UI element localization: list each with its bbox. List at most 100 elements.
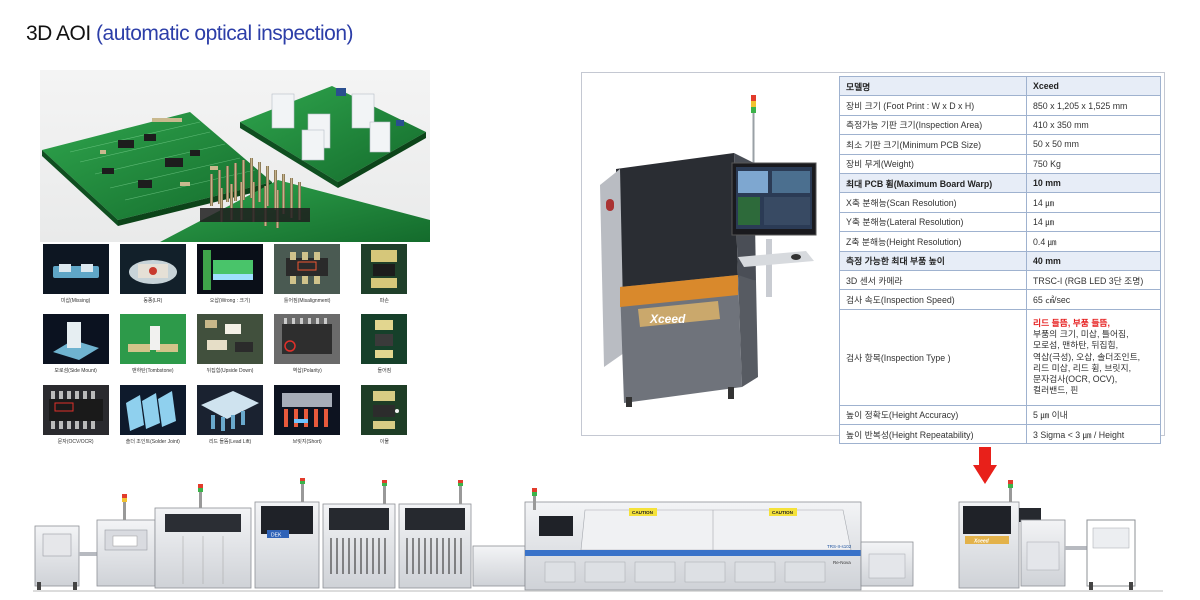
spec-value: 14 ㎛	[1026, 192, 1161, 213]
defect-caption: 리드 들뜸(Lead Lift)	[208, 438, 252, 445]
spec-key: Z축 분해능(Height Resolution)	[839, 231, 1027, 252]
spec-value: 0.4 ㎛	[1026, 231, 1161, 252]
defect-caption: 문자(OCV/OCR)	[57, 438, 94, 445]
spec-value: 750 Kg	[1026, 153, 1161, 174]
defect-caption: 뒤집힘(Upside Down)	[206, 368, 254, 375]
spec-row-max-component-height: 측정 가능한 최대 부품 높이 40 mm	[839, 250, 1161, 271]
defect-image	[274, 314, 341, 365]
down-arrow-icon	[973, 447, 997, 484]
machine-brand-label: Xceed	[649, 312, 686, 326]
defect-caption: 오삽(Wrong : 크기)	[209, 298, 251, 304]
defect-image	[274, 384, 341, 435]
defect-caption: 동종(LR)	[143, 298, 163, 304]
defect-misalignment: 틀어짐(Misalignment)	[272, 244, 343, 311]
spec-value: 410 x 350 mm	[1026, 114, 1161, 136]
page-title: 3D AOI (automatic optical inspection)	[26, 22, 354, 46]
spec-row-height-accuracy: 높이 정확도(Height Accuracy) 5 ㎛ 이내	[839, 404, 1161, 426]
reflow-brand-label: Re-Nova	[833, 560, 851, 565]
defect-image	[196, 244, 263, 294]
defect-caption: 맨하탄(Tombstone)	[131, 368, 174, 375]
spec-key: Y축 분해능(Lateral Resolution)	[839, 211, 1027, 233]
spec-row-scan-resolution: X축 분해능(Scan Resolution) 14 ㎛	[839, 192, 1161, 213]
defect-ocv-ocr: 문자(OCV/OCR)	[40, 384, 111, 452]
spec-value: 65 ㎠/sec	[1026, 289, 1161, 310]
aoi-brand-label: Xceed	[973, 539, 990, 545]
defect-lifted: 들어짐	[349, 314, 420, 381]
defect-image	[274, 244, 341, 294]
defect-foreign-material: 이물	[349, 384, 420, 452]
defect-type-grid: 미삽(Missing) 동종(LR) 오삽(Wrong : 크기) 틀어짐(Mi…	[40, 244, 420, 452]
spec-value: TRSC-I (RGB LED 3단 조명)	[1026, 269, 1161, 291]
spec-key: 높이 정확도(Height Accuracy)	[839, 404, 1027, 426]
spec-row-lateral-resolution: Y축 분해능(Lateral Resolution) 14 ㎛	[839, 211, 1161, 233]
spec-key: 3D 센서 카메라	[839, 269, 1027, 291]
xceed-machine-illustration: Xceed	[600, 95, 817, 407]
inspection-line: 역삽(극성), 오삽, 솔더조인트,	[1033, 351, 1141, 362]
defect-image	[42, 314, 109, 365]
spec-value: Xceed	[1026, 75, 1161, 97]
spec-row-board-warp: 최대 PCB 휨(Maximum Board Warp) 10 mm	[839, 172, 1161, 194]
spec-key: 장비 무게(Weight)	[839, 153, 1027, 174]
spec-value: 850 x 1,205 x 1,525 mm	[1026, 95, 1161, 116]
spec-row-inspection-type: 검사 항목(Inspection Type ) 리드 들뜸, 부품 들뜸, 부품…	[839, 308, 1161, 406]
spec-key: 최대 PCB 휨(Maximum Board Warp)	[839, 172, 1027, 194]
spec-row-min-pcb-size: 최소 기판 크기(Minimum PCB Size) 50 x 50 mm	[839, 134, 1161, 155]
inspection-line: 부품의 크기, 미삽, 틀어짐,	[1033, 329, 1129, 340]
spec-key: X축 분해능(Scan Resolution)	[839, 192, 1027, 213]
spec-key: 모델명	[839, 75, 1027, 97]
defect-caption: 파손	[379, 298, 389, 304]
spec-key: 측정가능 기판 크기(Inspection Area)	[839, 114, 1027, 136]
defect-image	[361, 314, 408, 365]
defect-lead-lift: 리드 들뜸(Lead Lift)	[194, 384, 265, 452]
defect-image	[119, 244, 186, 294]
spec-value: 14 ㎛	[1026, 211, 1161, 233]
defect-image	[196, 384, 263, 435]
defect-wrong: 오삽(Wrong : 크기)	[194, 244, 265, 311]
defect-short: 브릿지(Short)	[272, 384, 343, 452]
pcb-board-image	[40, 70, 430, 242]
spec-table: 모델명 Xceed 장비 크기 (Foot Print : W x D x H)…	[839, 75, 1161, 445]
defect-image	[361, 244, 408, 294]
inspection-line: 문자검사(OCR, OCV),	[1033, 373, 1118, 384]
defect-caption: 미삽(Missing)	[60, 298, 91, 304]
spec-key: 검사 속도(Inspection Speed)	[839, 289, 1027, 310]
defect-caption: 솔더 조인트(Solder Joint)	[125, 438, 180, 445]
defect-caption: 모로섬(Side Mount)	[54, 368, 97, 375]
inspection-line: 모로섬, 맨하탄, 뒤집힘,	[1033, 340, 1119, 351]
spec-row-footprint: 장비 크기 (Foot Print : W x D x H) 850 x 1,2…	[839, 95, 1161, 116]
pcb-board-illustration	[42, 86, 430, 242]
spec-row-inspection-speed: 검사 속도(Inspection Speed) 65 ㎠/sec	[839, 289, 1161, 310]
defect-caption: 틀어짐(Misalignment)	[283, 298, 331, 304]
spec-row-sensor-camera: 3D 센서 카메라 TRSC-I (RGB LED 3단 조명)	[839, 269, 1161, 291]
inspection-line: 리드 미삽, 리드 휨, 브릿지,	[1033, 362, 1132, 373]
defect-caption: 역삽(Polarity)	[292, 368, 322, 375]
spec-key: 검사 항목(Inspection Type )	[839, 308, 1027, 406]
spec-key: 높이 반복성(Height Repeatability)	[839, 424, 1027, 445]
defect-broken: 파손	[349, 244, 420, 311]
spec-value: 3 Sigma < 3 ㎛ / Height	[1026, 424, 1161, 445]
spec-key: 최소 기판 크기(Minimum PCB Size)	[839, 134, 1027, 155]
printer-brand-label: DEK	[271, 533, 282, 539]
defect-caption: 이물	[379, 438, 389, 445]
defect-image	[196, 314, 263, 365]
defect-caption: 들어짐	[377, 368, 392, 375]
inspection-line: 컬러밴드, 핀	[1033, 385, 1079, 396]
spec-row-height-resolution: Z축 분해능(Height Resolution) 0.4 ㎛	[839, 231, 1161, 252]
spec-value: 10 mm	[1026, 172, 1161, 194]
spec-key: 측정 가능한 최대 부품 높이	[839, 250, 1027, 271]
spec-row-weight: 장비 무게(Weight) 750 Kg	[839, 153, 1161, 174]
defect-polarity: 역삽(Polarity)	[272, 314, 343, 381]
spec-value: 5 ㎛ 이내	[1026, 404, 1161, 426]
defect-image	[42, 384, 109, 435]
title-main: 3D AOI	[26, 22, 91, 45]
spec-value: 50 x 50 mm	[1026, 134, 1161, 155]
defect-side-mount: 모로섬(Side Mount)	[40, 314, 111, 381]
defect-image	[361, 384, 408, 435]
defect-image	[119, 314, 186, 365]
caution-label: CAUTION	[772, 510, 794, 515]
defect-solder-joint: 솔더 조인트(Solder Joint)	[117, 384, 188, 452]
reflow-model-label: TRS-II-s102	[827, 544, 852, 549]
spec-key: 장비 크기 (Foot Print : W x D x H)	[839, 95, 1027, 116]
defect-tombstone: 맨하탄(Tombstone)	[117, 314, 188, 381]
smt-production-line-illustration: DEK CAUTION CAUTION TRS-II-s102 Re-Nova …	[33, 478, 1163, 592]
